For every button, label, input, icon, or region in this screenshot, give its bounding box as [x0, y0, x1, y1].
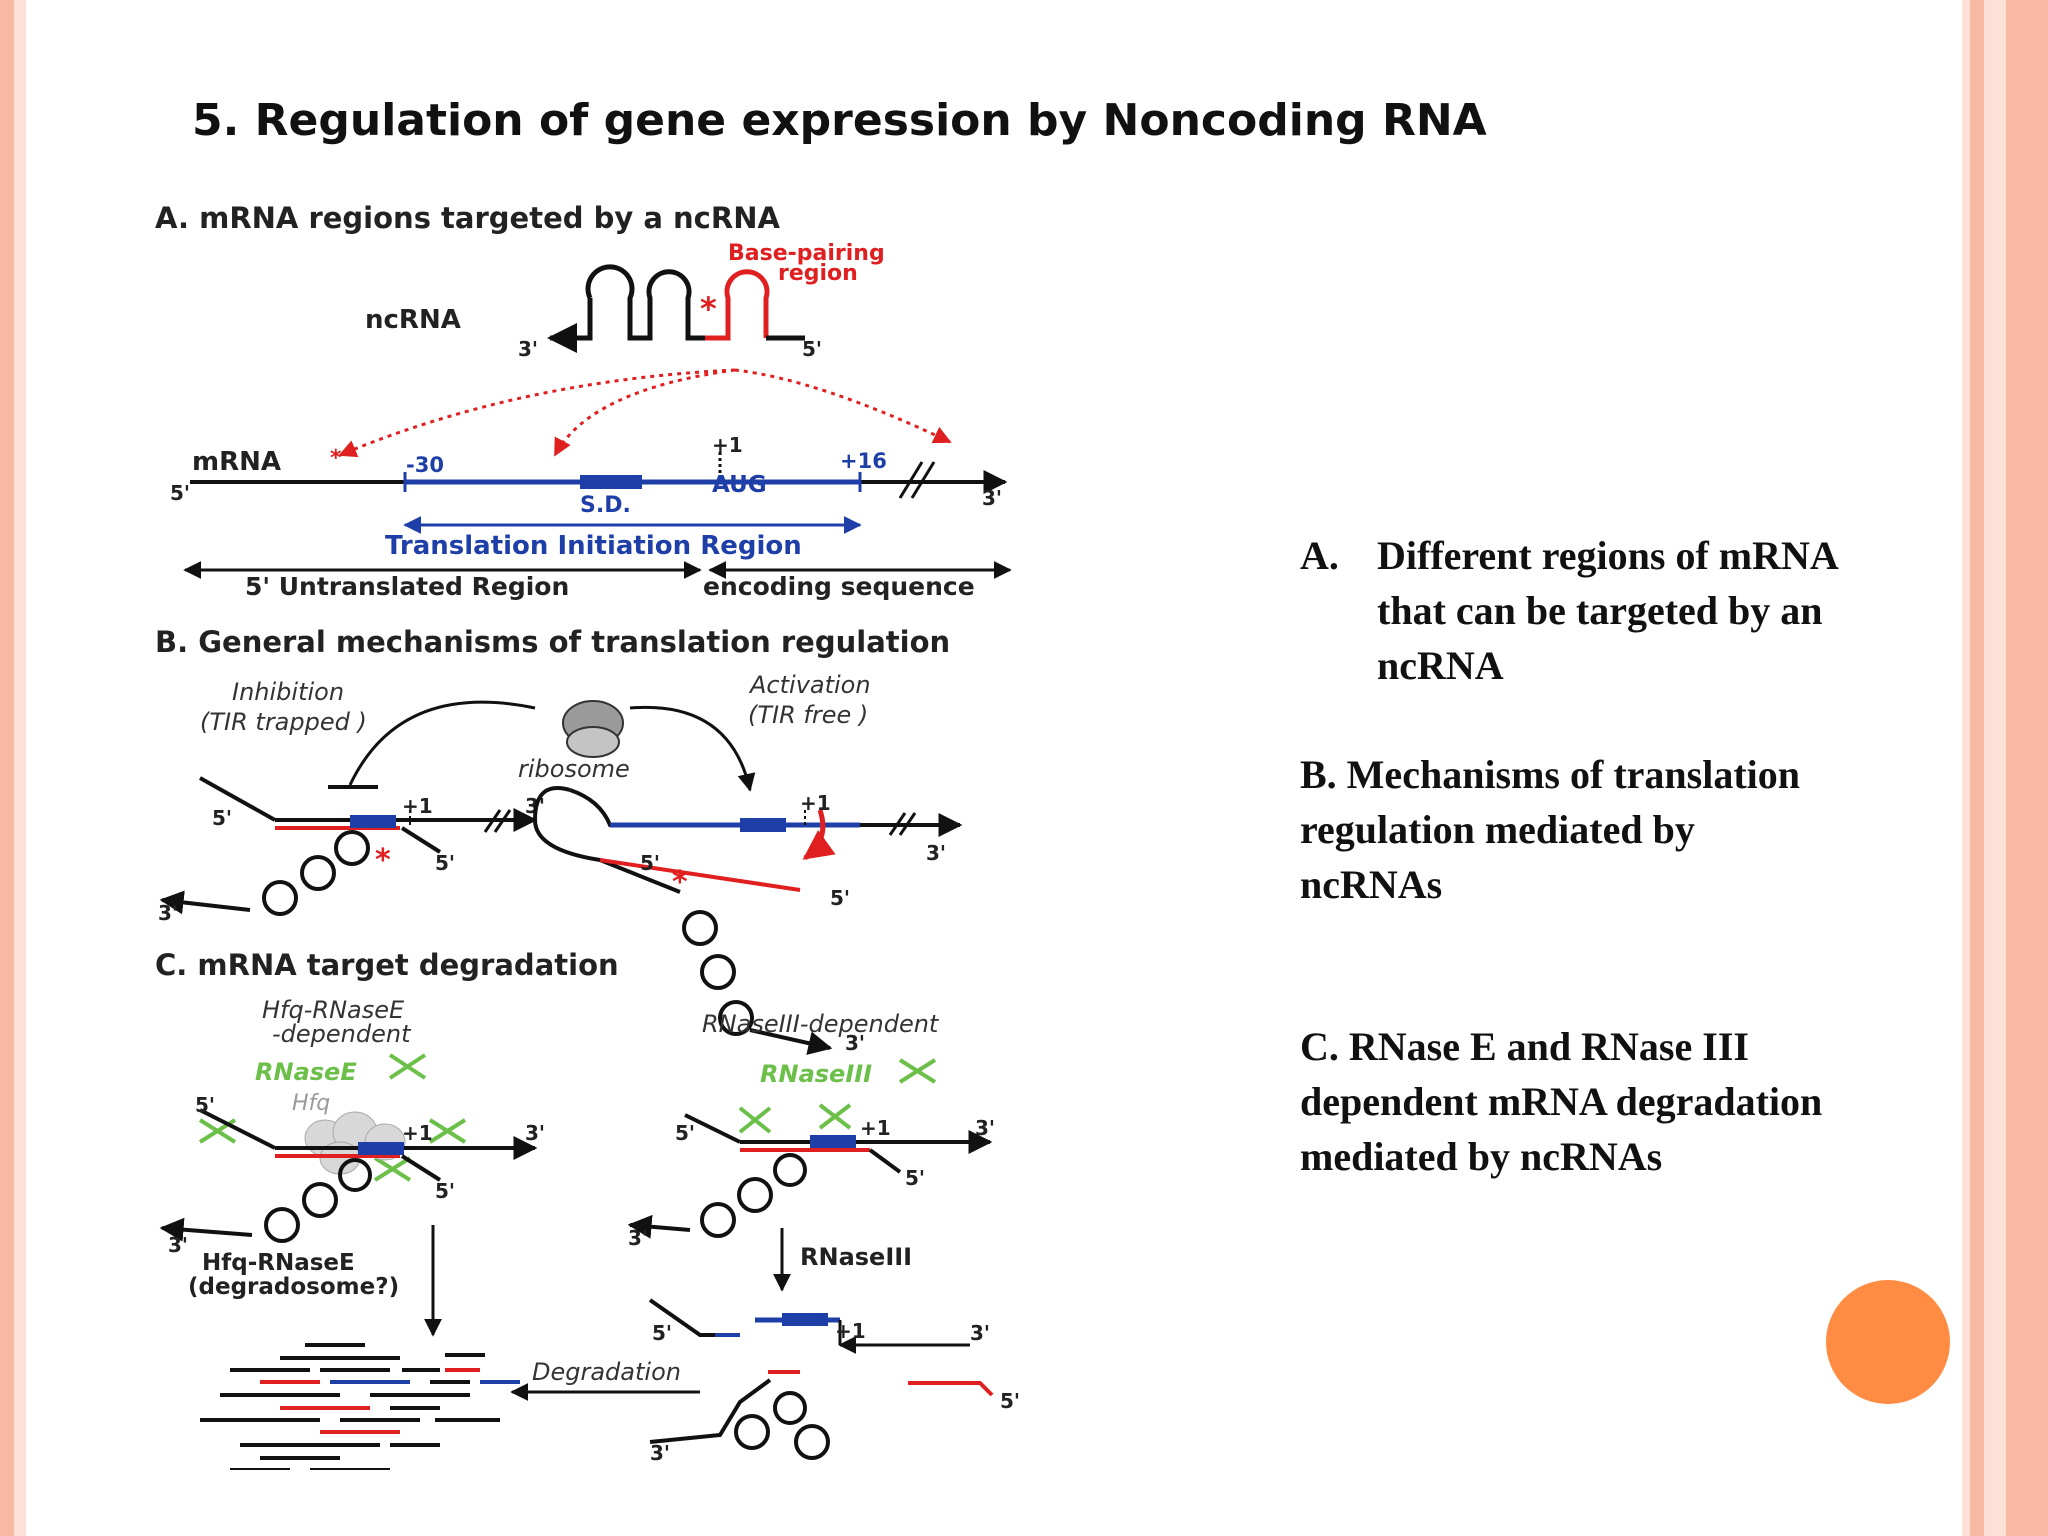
side-text-b: B. Mechanisms of translation regulation …	[1300, 747, 1800, 912]
rnaseiii-label: RNaseIII	[760, 1060, 872, 1088]
hfq-5prime-b: 5'	[435, 1179, 455, 1203]
products-plus1: +1	[835, 1319, 866, 1343]
accent-dot	[1826, 1280, 1950, 1404]
products-5prime: 5'	[652, 1321, 672, 1345]
side-text-a: A. Different regions of mRNA that can be…	[1300, 528, 1860, 693]
position-plus1: +1	[712, 433, 743, 457]
encoding-label: encoding sequence	[703, 572, 975, 601]
frame-left-outer	[0, 0, 14, 1536]
hfq-plus1: +1	[402, 1121, 433, 1145]
side-text-b-body: B. Mechanisms of translation regulation …	[1300, 752, 1800, 907]
inhibition-3prime-b: 3'	[158, 901, 178, 925]
activation-5prime-b: 5'	[830, 886, 850, 910]
hfq-3prime: 3'	[525, 1121, 545, 1145]
section-c-title: C. mRNA target degradation	[155, 948, 619, 982]
frame-right-mid	[1970, 0, 1984, 1536]
frame-right-outer	[2006, 0, 2048, 1536]
base-pairing-label: Base-pairing	[728, 241, 885, 266]
inhibition-label: Inhibition	[232, 678, 344, 706]
sd-label: S.D.	[580, 493, 631, 518]
degradosome-label: (degradosome?)	[188, 1274, 399, 1300]
cleaved-products	[648, 1298, 994, 1460]
side-text-c-body: C. RNase E and RNase III dependent mRNA …	[1300, 1024, 1823, 1179]
section-a-title: A. mRNA regions targeted by a ncRNA	[155, 201, 780, 235]
inhibition-star: *	[375, 843, 391, 878]
degraded-fragments	[200, 1343, 520, 1470]
side-text-a-marker: A.	[1300, 533, 1339, 578]
rnaseiii-5prime: 5'	[675, 1121, 695, 1145]
rnasee-label: RNaseE	[255, 1058, 357, 1086]
ncrna-5prime: 5'	[802, 337, 822, 361]
hfq-rnasee-label: Hfq-RNaseE	[202, 1250, 355, 1276]
hfq-label: Hfq	[292, 1091, 330, 1116]
hfq-dependent-label: Hfq-RNaseE	[262, 996, 405, 1024]
tir-free-label: (TIR free )	[748, 701, 868, 729]
side-text-a-body: Different regions of mRNA that can be ta…	[1377, 533, 1837, 688]
frame-left-inner	[14, 0, 26, 1536]
aug-label: AUG	[712, 472, 767, 498]
slide-title: 5. Regulation of gene expression by Nonc…	[192, 95, 1487, 146]
inhibition-complex	[159, 776, 538, 916]
hfq-3prime-b: 3'	[168, 1233, 188, 1257]
activation-5prime: 5'	[640, 851, 660, 875]
rnaseiii-3prime: 3'	[975, 1116, 995, 1140]
rnaseiii-3prime-b: 3'	[628, 1226, 648, 1250]
inhibition-5prime-b: 5'	[435, 851, 455, 875]
mrna-star: *	[330, 446, 342, 471]
rnaseiii-complex	[627, 1113, 993, 1239]
rnaseiii-arrow-label: RNaseIII	[800, 1243, 912, 1271]
ribosome-icon	[562, 700, 624, 758]
utr-label: 5' Untranslated Region	[245, 572, 569, 601]
base-pairing-star: *	[700, 290, 717, 328]
products-5prime-b: 5'	[1000, 1389, 1020, 1413]
ribosome-label: ribosome	[518, 755, 630, 783]
hfq-dependent-label-2: -dependent	[272, 1020, 412, 1048]
inhibition-plus1: +1	[402, 794, 433, 818]
activation-plus1: +1	[800, 791, 831, 815]
base-pairing-label-2: region	[778, 261, 858, 286]
inhibition-connector	[348, 700, 536, 786]
mrna-5prime: 5'	[170, 481, 190, 505]
position-minus30: -30	[406, 453, 444, 477]
ncrna-molecule	[547, 264, 805, 353]
activation-star: *	[672, 865, 688, 900]
frame-right-light	[1984, 0, 2006, 1536]
mrna-3prime: 3'	[982, 486, 1002, 510]
activation-3prime: 3'	[926, 841, 946, 865]
inhibition-5prime: 5'	[212, 806, 232, 830]
mrna-strand	[190, 452, 1008, 499]
activation-arrow	[629, 705, 756, 792]
rnaseiii-5prime-b: 5'	[905, 1166, 925, 1190]
hfq-5prime: 5'	[195, 1093, 215, 1117]
frame-right-inner-light	[1962, 0, 1970, 1536]
rnaseiii-dependent-label: RNaseIII-dependent	[702, 1010, 940, 1038]
ncrna-3prime: 3'	[518, 337, 538, 361]
ncrna-label: ncRNA	[365, 305, 461, 335]
ncrna-figure: A. mRNA regions targeted by a ncRNA ncRN…	[155, 201, 1020, 1470]
rnaseiii-plus1: +1	[860, 1116, 891, 1140]
tir-label: Translation Initiation Region	[385, 531, 802, 561]
position-plus16: +16	[840, 449, 887, 473]
activation-3prime-b: 3'	[845, 1031, 865, 1055]
section-b-title: B. General mechanisms of translation reg…	[155, 625, 950, 659]
degradation-label: Degradation	[532, 1358, 681, 1386]
hfq-rnasee-complex	[159, 1108, 538, 1243]
mrna-label: mRNA	[192, 447, 281, 477]
activation-complex	[533, 786, 963, 1055]
activation-label: Activation	[748, 671, 871, 699]
tir-trapped-label: (TIR trapped )	[200, 708, 367, 736]
side-text-c: C. RNase E and RNase III dependent mRNA …	[1300, 1019, 1840, 1184]
products-3prime: 3'	[970, 1321, 990, 1345]
products-3prime-b: 3'	[650, 1441, 670, 1465]
targeting-arrows	[338, 368, 952, 458]
